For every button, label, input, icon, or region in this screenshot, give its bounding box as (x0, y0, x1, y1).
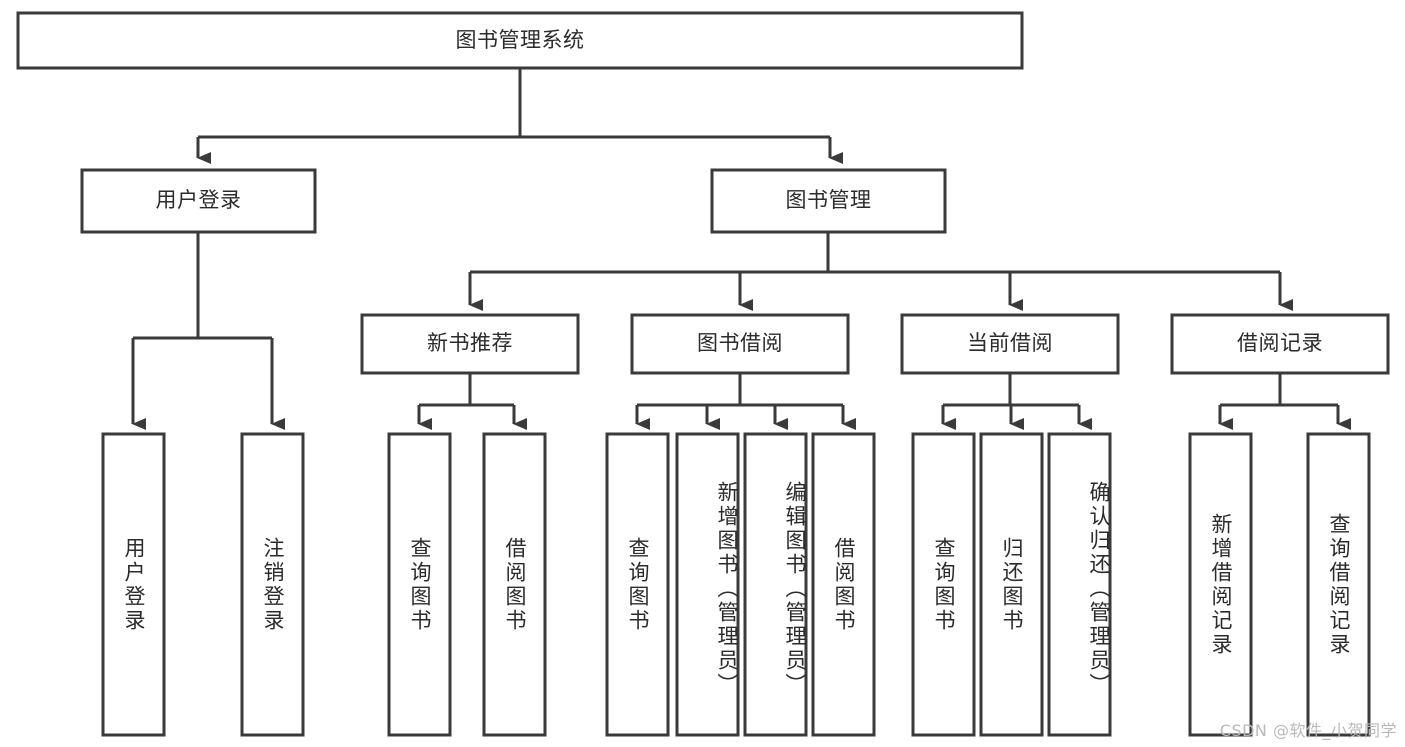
connector-book-management-to-level3 (468, 232, 1293, 311)
connector-user-login-to-leaves (131, 232, 285, 430)
node-box-borrow-record[interactable] (1170, 313, 1390, 375)
leaf-box-return-book[interactable] (979, 432, 1044, 737)
leaf-box-confirm-return-admin[interactable] (1047, 432, 1112, 737)
connector-current-borrow-to-leaves (941, 373, 1092, 430)
connector-root-to-level2 (196, 68, 843, 164)
leaf-box-query-book-borrow[interactable] (605, 432, 670, 737)
leaf-box-add-book-admin[interactable] (675, 432, 740, 737)
csdn-watermark: CSDN @软件_小贺同学 (1219, 721, 1397, 740)
node-box-root[interactable] (16, 11, 1024, 70)
node-box-new-book-recommend[interactable] (360, 313, 580, 375)
connector-borrow-record-to-leaves (1218, 373, 1351, 430)
leaf-box-query-borrow-record[interactable] (1306, 432, 1371, 737)
node-box-user-login[interactable] (80, 168, 317, 234)
leaf-box-user-login[interactable] (101, 432, 166, 737)
leaf-box-logout[interactable] (240, 432, 305, 737)
leaf-box-borrow-book-recommend[interactable] (482, 432, 547, 737)
connector-book-borrow-to-leaves (635, 373, 856, 430)
leaf-box-add-borrow-record[interactable] (1188, 432, 1253, 737)
node-box-book-management[interactable] (710, 168, 947, 234)
leaf-box-query-book-recommend[interactable] (387, 432, 452, 737)
node-box-current-borrow[interactable] (900, 313, 1120, 375)
connector-new-book-recommend-to-leaves (417, 373, 527, 430)
leaf-box-edit-book-admin[interactable] (743, 432, 808, 737)
node-box-book-borrow[interactable] (630, 313, 850, 375)
leaf-box-query-book-current[interactable] (911, 432, 976, 737)
leaf-box-borrow-book[interactable] (811, 432, 876, 737)
